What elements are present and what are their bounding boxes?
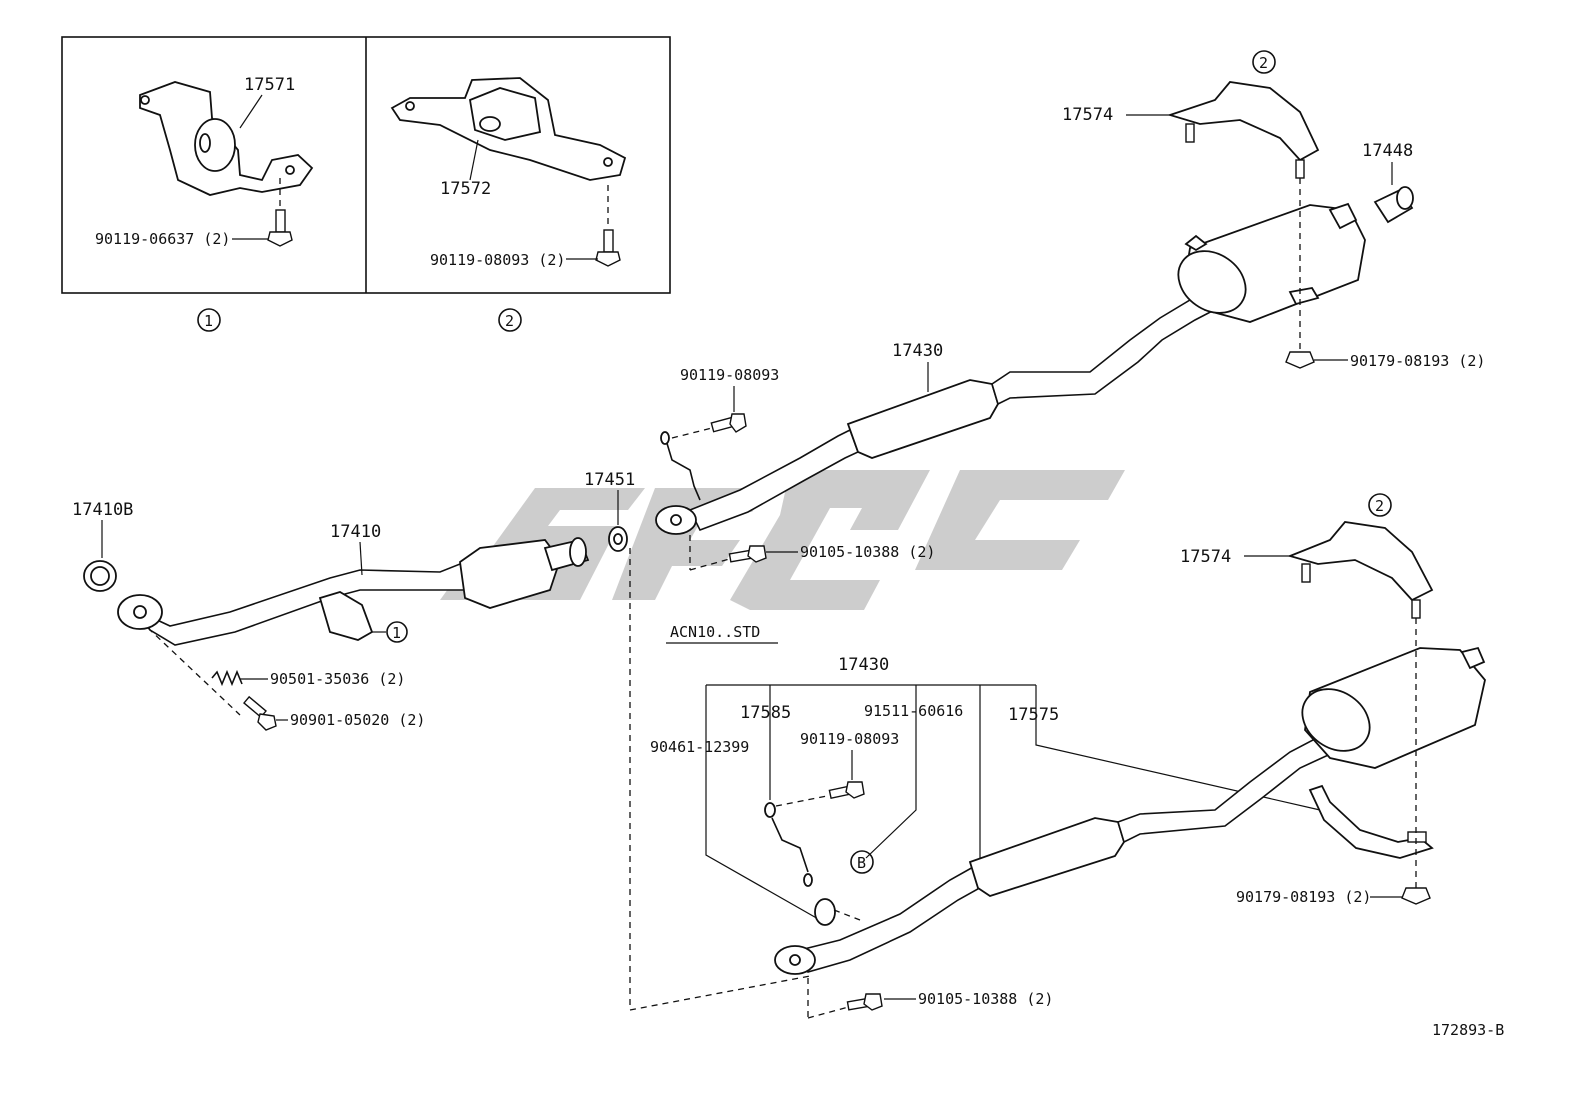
bolt-90105-10388-lower xyxy=(846,993,883,1011)
svg-text:1: 1 xyxy=(204,312,213,330)
label-90119-06637: 90119-06637 (2) xyxy=(95,230,230,248)
label-90179-08193-lower: 90179-08193 (2) xyxy=(1236,888,1371,906)
label-17410B: 17410B xyxy=(72,500,133,520)
bolt-90119-08093-lower xyxy=(828,781,865,800)
marker-B: B xyxy=(850,850,874,874)
bolt-90119-06637 xyxy=(267,209,293,247)
label-90901-05020: 90901-05020 (2) xyxy=(290,711,425,729)
label-17451: 17451 xyxy=(584,470,635,490)
sensor-wire-upper xyxy=(660,431,701,501)
label-90119-08093-inset: 90119-08093 (2) xyxy=(430,251,565,269)
gasket-17451 xyxy=(608,526,628,552)
tail-pipe-17448 xyxy=(1373,186,1414,224)
spring-90501-35036 xyxy=(211,669,243,687)
label-17575: 17575 xyxy=(1008,705,1059,725)
connection-line-17451 xyxy=(629,548,811,1011)
bolt-90119-08093-inset xyxy=(595,229,621,267)
label-90461-12399: 90461-12399 xyxy=(650,738,749,756)
marker-2-right: 2 xyxy=(1368,493,1392,517)
hanger-bracket-17572 xyxy=(390,77,627,181)
label-90119-08093-upper: 90119-08093 xyxy=(680,366,779,384)
inset-box xyxy=(61,36,671,294)
diagram-id: 172893-B xyxy=(1432,1021,1504,1039)
muffler-upper xyxy=(1177,202,1366,323)
nut-90179-08193-upper xyxy=(1285,351,1315,369)
bolt-90105-10388-upper xyxy=(728,545,767,563)
label-17574-upper: 17574 xyxy=(1062,105,1113,125)
marker-2-inset: 2 xyxy=(498,308,522,332)
marker-1-inset: 1 xyxy=(197,308,221,332)
nut-90179-08193-lower xyxy=(1401,887,1431,905)
svg-text:1: 1 xyxy=(392,624,401,642)
bolt-90901-05020 xyxy=(243,695,277,731)
label-17410: 17410 xyxy=(330,522,381,542)
svg-text:2: 2 xyxy=(1259,54,1268,72)
svg-text:2: 2 xyxy=(505,312,514,330)
label-91511-60616: 91511-60616 xyxy=(864,702,963,720)
marker-1-pipe: 1 xyxy=(386,621,408,643)
hanger-17574-lower xyxy=(1287,521,1434,619)
muffler-lower xyxy=(1301,646,1486,769)
hanger-17575 xyxy=(1308,784,1434,859)
marker-2-top: 2 xyxy=(1252,50,1276,74)
label-17430-upper: 17430 xyxy=(892,341,943,361)
label-17574-lower: 17574 xyxy=(1180,547,1231,567)
label-90105-10388-upper: 90105-10388 (2) xyxy=(800,543,935,561)
hanger-bracket-17571 xyxy=(139,81,314,196)
label-17571: 17571 xyxy=(244,75,295,95)
label-90179-08193-upper: 90179-08193 (2) xyxy=(1350,352,1485,370)
label-90105-10388-lower: 90105-10388 (2) xyxy=(918,990,1053,1008)
label-90501-35036: 90501-35036 (2) xyxy=(270,670,405,688)
center-pipe-17430-upper xyxy=(655,291,1223,535)
label-17572: 17572 xyxy=(440,179,491,199)
hanger-17574-upper xyxy=(1167,81,1320,179)
label-17585: 17585 xyxy=(740,703,791,723)
sensor-wire-lower xyxy=(764,802,813,887)
gasket-17410B xyxy=(83,560,117,592)
front-pipe-17410 xyxy=(117,537,590,646)
label-90119-08093-lower: 90119-08093 xyxy=(800,730,899,748)
svg-text:2: 2 xyxy=(1375,497,1384,515)
label-17430-lower: 17430 xyxy=(838,655,889,675)
svg-text:B: B xyxy=(857,854,866,872)
variant-label: ACN10..STD xyxy=(670,623,760,641)
label-17448: 17448 xyxy=(1362,141,1413,161)
clamp-91511-60616 xyxy=(814,898,836,926)
bolt-90119-08093-upper xyxy=(710,413,747,433)
